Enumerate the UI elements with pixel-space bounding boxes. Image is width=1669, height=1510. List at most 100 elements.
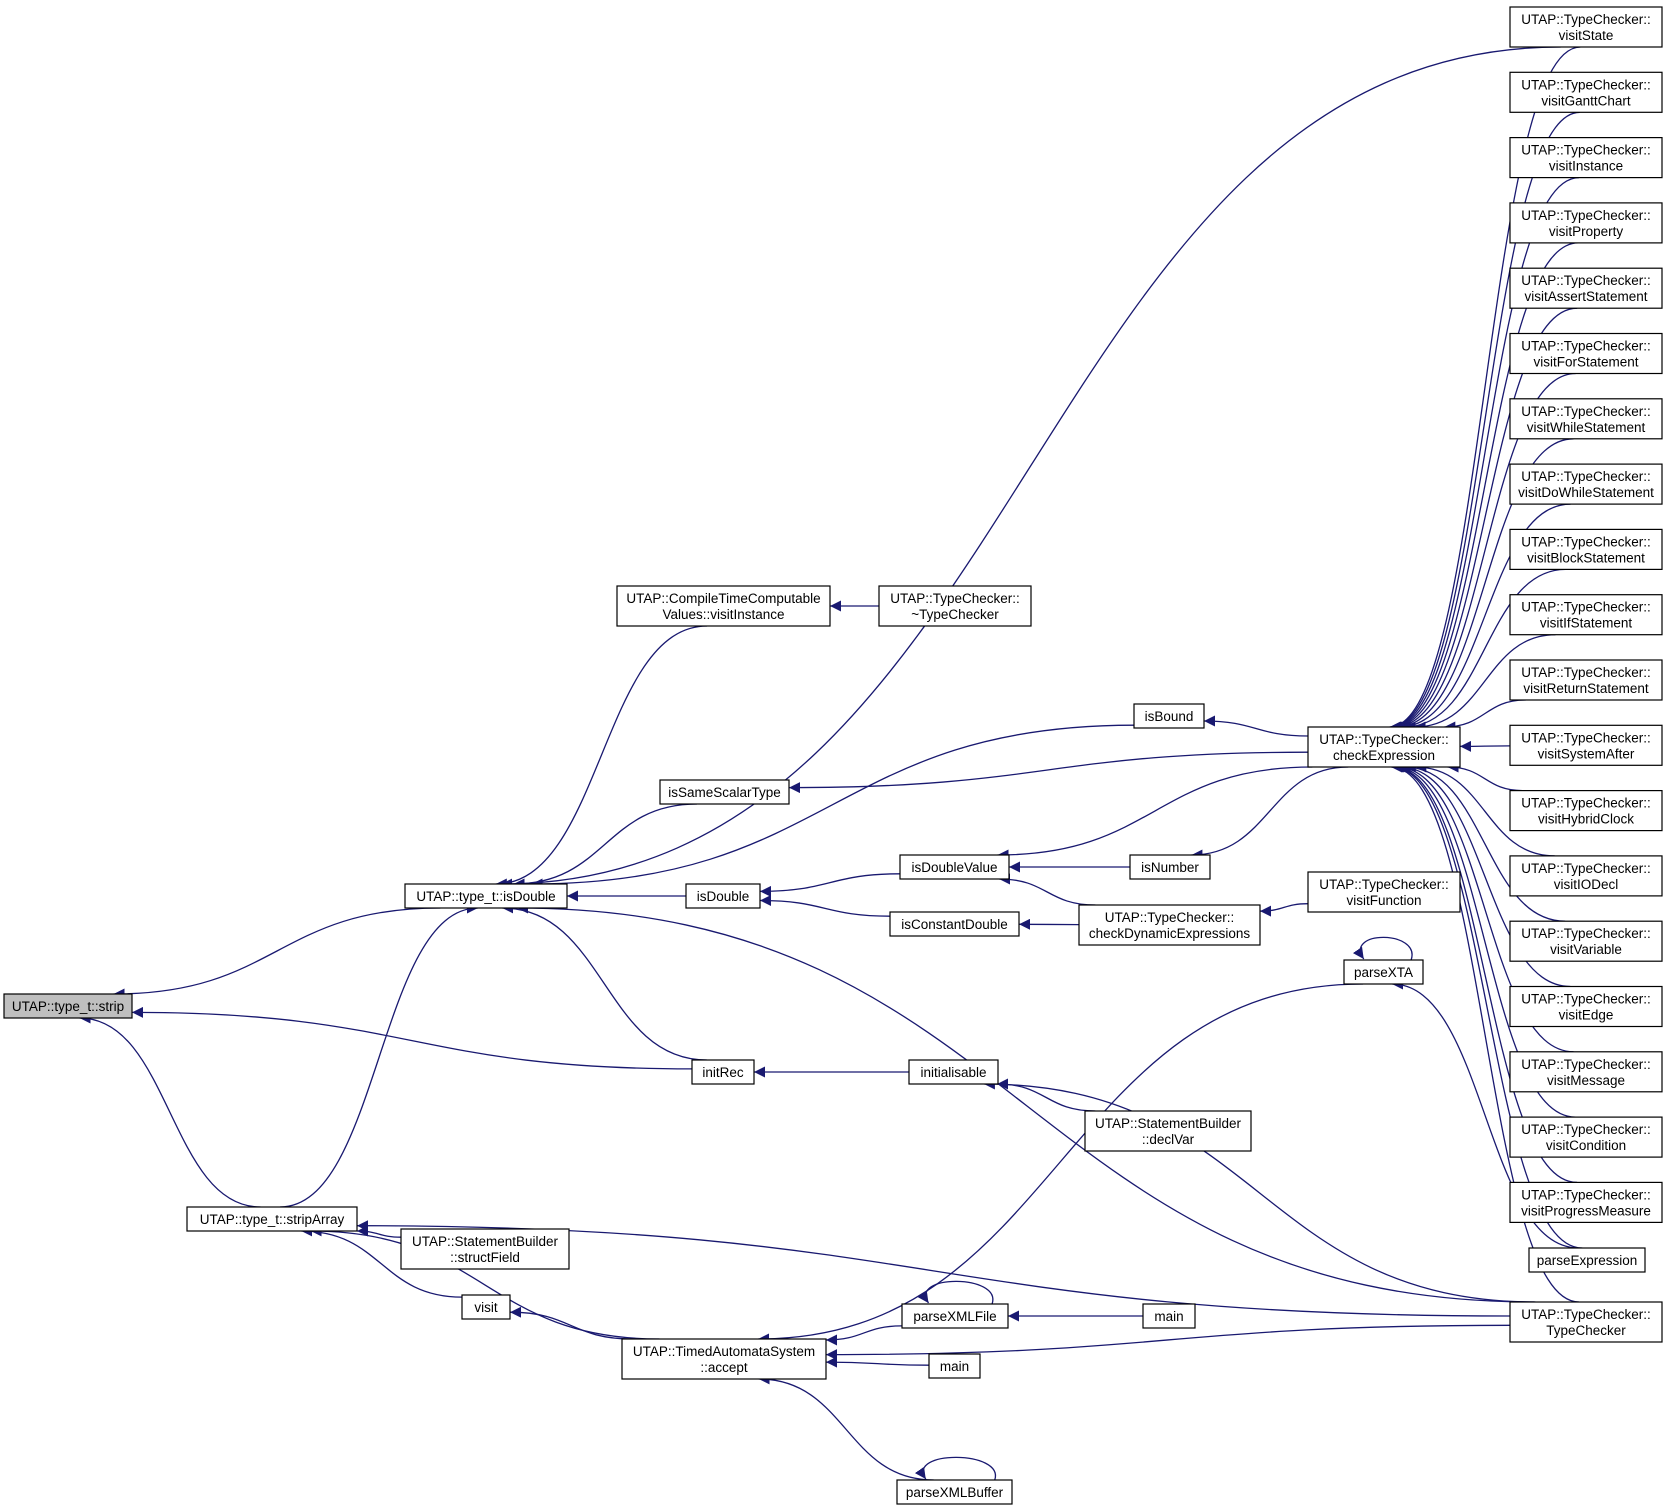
node-label: UTAP::TypeChecker:: — [1521, 77, 1651, 92]
node-isBound[interactable]: isBound — [1133, 703, 1205, 729]
node-strip[interactable]: UTAP::type_t::strip — [3, 993, 133, 1019]
edge-vVariable-to-checkExpr — [1404, 761, 1566, 922]
node-box — [1509, 332, 1663, 375]
node-label: ~TypeChecker — [911, 607, 999, 622]
node-vWhile[interactable]: UTAP::TypeChecker::visitWhileStatement — [1509, 398, 1663, 440]
node-isDouble[interactable]: isDouble — [685, 883, 761, 909]
node-box — [1509, 724, 1663, 766]
node-accept[interactable]: UTAP::TimedAutomataSystem::accept — [621, 1338, 827, 1380]
edge-parseExpression-to-parseXTA — [1391, 978, 1579, 1249]
node-box — [691, 1059, 755, 1085]
node-box — [659, 779, 790, 805]
edge-checkDyn-to-isDoubleValue — [998, 873, 1096, 906]
node-box — [1509, 202, 1663, 244]
node-label: UTAP::TypeChecker:: — [1521, 12, 1651, 27]
node-isSameScalarType[interactable]: isSameScalarType — [659, 779, 790, 805]
node-label: UTAP::TypeChecker:: — [1521, 796, 1651, 811]
node-label: visitForStatement — [1533, 355, 1638, 370]
node-label: visitGanttChart — [1541, 93, 1631, 108]
node-label: UTAP::TypeChecker:: — [890, 591, 1020, 606]
node-vInstance[interactable]: UTAP::TypeChecker::visitInstance — [1509, 137, 1663, 179]
node-vGantt[interactable]: UTAP::TypeChecker::visitGanttChart — [1509, 71, 1663, 113]
node-vState[interactable]: UTAP::TypeChecker::visitState — [1509, 6, 1663, 48]
edge-vSysAfter-to-checkExpr — [1459, 740, 1511, 752]
node-vMessage[interactable]: UTAP::TypeChecker::visitMessage — [1509, 1051, 1663, 1093]
node-box — [461, 1294, 511, 1320]
node-label: isSameScalarType — [668, 785, 781, 800]
node-vReturn[interactable]: UTAP::TypeChecker::visitReturnStatement — [1509, 659, 1663, 701]
node-vEdge[interactable]: UTAP::TypeChecker::visitEdge — [1509, 985, 1663, 1028]
node-structField[interactable]: UTAP::StatementBuilder::structField — [400, 1228, 570, 1270]
edge-visitFunction-to-checkDyn — [1259, 903, 1309, 917]
node-visitFunction[interactable]: UTAP::TypeChecker::visitFunction — [1307, 871, 1461, 913]
edge-vReturn-to-checkExpr — [1444, 699, 1526, 733]
node-vAssert[interactable]: UTAP::TypeChecker::visitAssertStatement — [1509, 267, 1663, 309]
node-vIf[interactable]: UTAP::TypeChecker::visitIfStatement — [1509, 594, 1663, 636]
edge-vCondition-to-checkExpr — [1394, 761, 1576, 1118]
node-main1[interactable]: main — [1142, 1303, 1196, 1329]
edge-parseXMLBuffer-to-parseXMLBuffer — [914, 1456, 996, 1481]
node-label: parseXMLBuffer — [906, 1485, 1004, 1500]
node-parseXMLBuffer[interactable]: parseXMLBuffer — [896, 1479, 1013, 1505]
node-box — [1509, 1051, 1663, 1093]
node-box — [928, 1353, 981, 1379]
node-label: UTAP::type_t::stripArray — [200, 1212, 345, 1227]
node-label: isBound — [1145, 709, 1194, 724]
node-label: UTAP::type_t::isDouble — [416, 889, 555, 904]
node-visit[interactable]: visit — [461, 1294, 511, 1320]
node-vHybrid[interactable]: UTAP::TypeChecker::visitHybridClock — [1509, 789, 1663, 832]
node-parseXTA[interactable]: parseXTA — [1343, 959, 1424, 985]
node-vDoWhile[interactable]: UTAP::TypeChecker::visitDoWhileStatement — [1509, 463, 1663, 505]
node-label: UTAP::TypeChecker:: — [1521, 1187, 1651, 1202]
node-vProgress[interactable]: UTAP::TypeChecker::visitProgressMeasure — [1509, 1181, 1663, 1224]
edge-initRec-to-strip — [131, 1006, 693, 1070]
node-isDoubleT[interactable]: UTAP::type_t::isDouble — [404, 883, 568, 909]
node-initialisable[interactable]: initialisable — [908, 1059, 999, 1085]
edge-vIODecl-to-checkExpr — [1415, 761, 1555, 857]
node-vBlock[interactable]: UTAP::TypeChecker::visitBlockStatement — [1509, 528, 1663, 571]
node-label: visitFunction — [1346, 893, 1421, 908]
node-dtor[interactable]: UTAP::TypeChecker::~TypeChecker — [878, 585, 1032, 627]
node-label: isDouble — [697, 889, 750, 904]
node-checkExpr[interactable]: UTAP::TypeChecker::checkExpression — [1307, 726, 1461, 768]
node-stripArray[interactable]: UTAP::type_t::stripArray — [186, 1206, 358, 1232]
node-vProperty[interactable]: UTAP::TypeChecker::visitProperty — [1509, 202, 1663, 244]
node-initRec[interactable]: initRec — [691, 1059, 755, 1085]
node-label: isConstantDouble — [901, 917, 1008, 932]
node-isNumber[interactable]: isNumber — [1129, 854, 1211, 880]
node-vFor[interactable]: UTAP::TypeChecker::visitForStatement — [1509, 332, 1663, 375]
node-tcCtor[interactable]: UTAP::TypeChecker::TypeChecker — [1509, 1301, 1663, 1343]
node-checkDyn[interactable]: UTAP::TypeChecker::checkDynamicExpressio… — [1078, 904, 1261, 946]
node-label: visitIODecl — [1554, 877, 1619, 892]
node-label: visitInstance — [1549, 159, 1623, 174]
node-isDoubleValue[interactable]: isDoubleValue — [899, 854, 1010, 880]
edge-ctcv-to-isDoubleT — [495, 625, 708, 890]
node-label: UTAP::TypeChecker:: — [1521, 926, 1651, 941]
node-vIODecl[interactable]: UTAP::TypeChecker::visitIODecl — [1509, 855, 1663, 897]
edge-structField-to-stripArray — [356, 1225, 402, 1238]
edge-vMessage-to-checkExpr — [1396, 761, 1574, 1053]
edge-vDoWhile-to-checkExpr — [1399, 503, 1571, 733]
node-isConstantDouble[interactable]: isConstantDouble — [889, 911, 1020, 937]
node-parseExpression[interactable]: parseExpression — [1528, 1247, 1646, 1273]
edge-isSameScalarType-to-isDoubleT — [513, 803, 698, 890]
node-label: UTAP::TypeChecker:: — [1521, 600, 1651, 615]
node-main2[interactable]: main — [928, 1353, 981, 1379]
edge-vState-to-isDoubleT — [501, 46, 1561, 890]
node-ctcv[interactable]: UTAP::CompileTimeComputableValues::visit… — [616, 585, 831, 627]
node-declVar[interactable]: UTAP::StatementBuilder::declVar — [1084, 1110, 1252, 1152]
node-vCondition[interactable]: UTAP::TypeChecker::visitCondition — [1509, 1116, 1663, 1158]
node-parseXMLFile[interactable]: parseXMLFile — [901, 1303, 1009, 1329]
node-label: UTAP::TypeChecker:: — [1521, 1307, 1651, 1322]
node-label: visitCondition — [1546, 1138, 1626, 1153]
node-label: UTAP::TimedAutomataSystem — [633, 1344, 815, 1359]
edge-tcCtor-to-initialisable — [983, 1078, 1536, 1303]
node-box — [901, 1303, 1009, 1329]
node-box — [1509, 1181, 1663, 1224]
edge-isBound-to-isDoubleT — [531, 724, 1135, 890]
node-vVariable[interactable]: UTAP::TypeChecker::visitVariable — [1509, 920, 1663, 962]
node-box — [1509, 6, 1663, 48]
node-box — [1509, 985, 1663, 1028]
node-box — [1307, 871, 1461, 913]
node-vSysAfter[interactable]: UTAP::TypeChecker::visitSystemAfter — [1509, 724, 1663, 766]
